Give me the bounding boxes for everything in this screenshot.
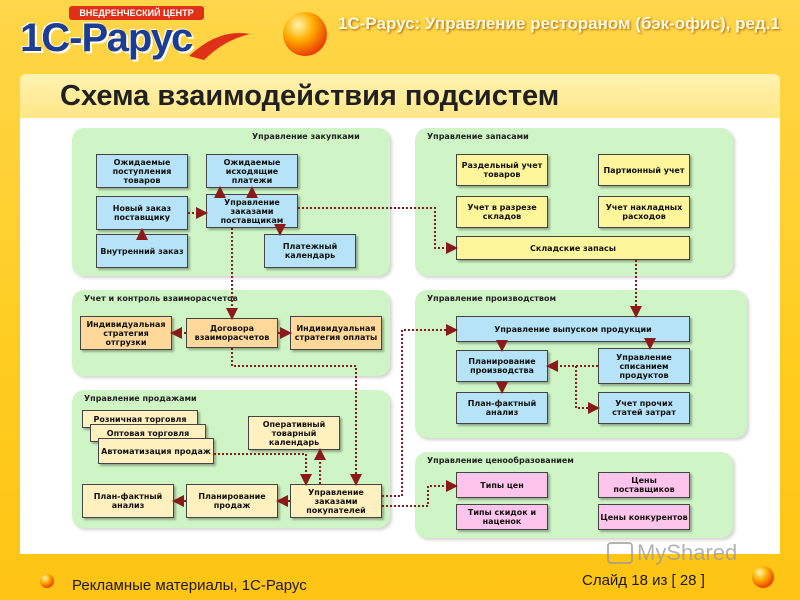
box-expected-receipts[interactable]: Ожидаемые поступления товаров: [96, 154, 188, 188]
box-separate-accounting[interactable]: Раздельный учет товаров: [456, 154, 548, 186]
box-discount-types[interactable]: Типы скидок и наценок: [456, 504, 548, 530]
box-warehouse-accounting[interactable]: Учет в разрезе складов: [456, 196, 548, 228]
box-automation[interactable]: Автоматизация продаж: [98, 438, 214, 464]
group-purchases-title: Управление закупками: [252, 132, 360, 141]
link-writeoff-to-costs: [575, 366, 600, 414]
group-stock-title: Управление запасами: [427, 132, 529, 141]
link-orders-to-prices: [382, 480, 458, 507]
box-output-mgmt[interactable]: Управление выпуском продукции: [456, 316, 690, 342]
company-logo: ВНЕДРЕНЧЕСКИЙ ЦЕНТР 1С-Рарус: [14, 6, 260, 66]
box-production-planning[interactable]: Планирование производства: [456, 350, 548, 382]
box-payment-calendar[interactable]: Платежный календарь: [264, 234, 356, 268]
watermark-text: MyShared: [637, 540, 738, 565]
box-shipping-strategy[interactable]: Индивидуальная стратегия отгрузки: [80, 316, 172, 350]
app-title: 1С-Рарус: Управление рестораном (бэк-офи…: [338, 14, 780, 33]
box-competitor-prices[interactable]: Цены конкурентов: [598, 504, 690, 530]
logo-tagline: ВНЕДРЕНЧЕСКИЙ ЦЕНТР: [69, 6, 204, 20]
box-payment-strategy[interactable]: Индивидуальная стратегия оплаты: [290, 316, 382, 350]
link-contracts-to-orders: [231, 348, 362, 486]
box-batch-accounting[interactable]: Партионный учет: [598, 154, 690, 186]
title-band: [20, 74, 780, 122]
box-contracts[interactable]: Договора взаиморасчетов: [186, 318, 278, 348]
box-production-plan-fact[interactable]: План-фактный анализ: [456, 392, 548, 424]
watermark: MyShared: [607, 538, 767, 570]
link-mgmt-to-stock: [298, 207, 458, 254]
link-orders-to-output: [382, 324, 458, 497]
box-supplier-prices[interactable]: Цены поставщиков: [598, 472, 690, 498]
box-operational-calendar[interactable]: Оперативный товарный календарь: [248, 416, 340, 450]
box-warehouse-stock[interactable]: Складские запасы: [456, 236, 690, 260]
subsystem-diagram: Управление закупками Ожидаемые поступлен…: [20, 118, 780, 554]
box-customer-orders[interactable]: Управление заказами покупателей: [290, 484, 382, 518]
logo-swoosh-icon: [189, 32, 250, 60]
box-write-off-mgmt[interactable]: Управление списанием продуктов: [598, 348, 690, 384]
page-title: Схема взаимодействия подсистем: [60, 80, 560, 112]
decorative-ball-icon: [283, 12, 327, 56]
footer-ball-right-icon: [752, 566, 774, 588]
group-sales-title: Управление продажами: [84, 394, 197, 403]
logo-text: 1С-Рарус: [20, 16, 193, 60]
box-price-types[interactable]: Типы цен: [456, 472, 548, 498]
group-production-title: Управление производством: [427, 294, 557, 303]
link-automation-to-orders: [214, 453, 312, 486]
box-other-costs[interactable]: Учет прочих статей затрат: [598, 392, 690, 424]
connector-lines: [136, 186, 656, 507]
box-sales-plan-fact[interactable]: План-фактный анализ: [82, 484, 174, 518]
slide-counter: Слайд 18 из [ 28 ]: [582, 572, 705, 589]
group-pricing-title: Управление ценообразованием: [427, 456, 574, 465]
watermark-icon: [607, 542, 633, 564]
box-overhead-accounting[interactable]: Учет накладных расходов: [598, 196, 690, 228]
box-supplier-orders-mgmt[interactable]: Управление заказами поставщикам: [206, 194, 298, 228]
group-settlements-title: Учет и контроль взаиморасчетов: [84, 294, 238, 303]
footer-ball-icon: [40, 574, 54, 588]
footer-caption: Рекламные материалы, 1С-Рарус: [72, 577, 307, 594]
